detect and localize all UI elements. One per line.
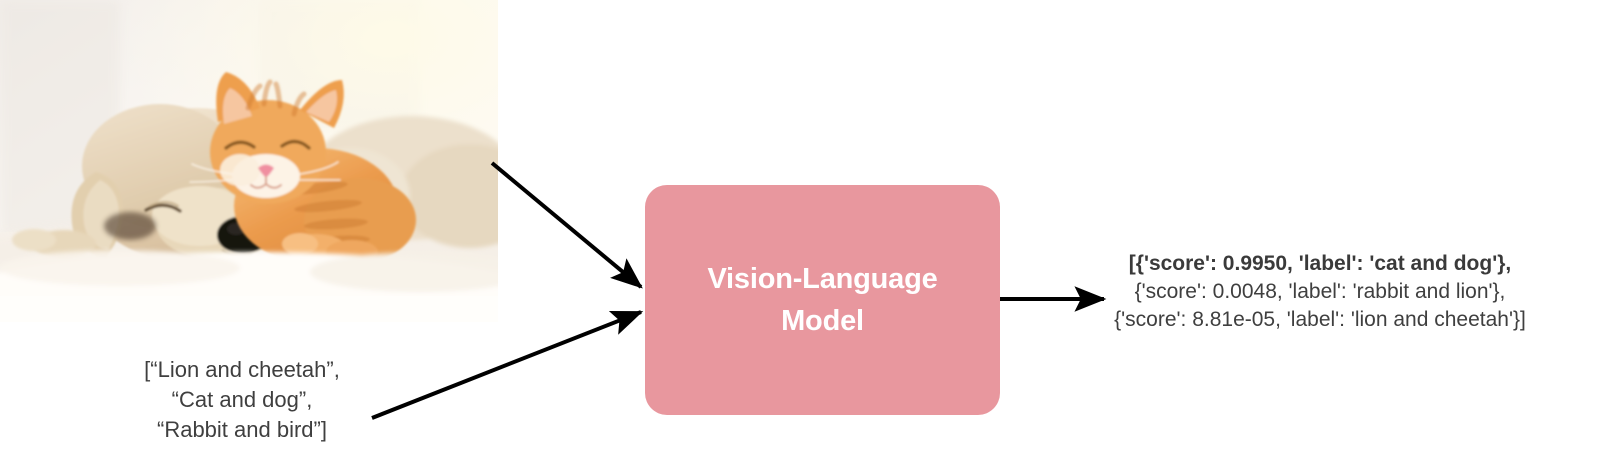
model-box-label: Vision-Language Model — [707, 258, 937, 342]
prompt-line-2: “Cat and dog”, — [171, 387, 313, 412]
output-text: [{'score': 0.9950, 'label': 'cat and dog… — [1050, 250, 1590, 334]
input-image — [0, 0, 498, 322]
output-line-1: [{'score': 0.9950, 'label': 'cat and dog… — [1128, 252, 1512, 275]
prompt-text: [“Lion and cheetah”, “Cat and dog”, “Rab… — [72, 355, 412, 445]
model-title-line-2: Model — [781, 305, 864, 337]
output-line-2: {'score': 0.0048, 'label': 'rabbit and l… — [1134, 280, 1506, 303]
model-box: Vision-Language Model — [645, 185, 1000, 415]
puppy-and-kitten-photo — [0, 0, 498, 322]
model-title-line-1: Vision-Language — [707, 263, 938, 295]
prompt-line-3: “Rabbit and bird”] — [157, 417, 327, 442]
output-line-3: {'score': 8.81e-05, 'label': 'lion and c… — [1114, 308, 1526, 331]
prompt-to-model-arrow — [371, 310, 644, 420]
prompt-line-1: [“Lion and cheetah”, — [144, 357, 340, 382]
image-to-model-arrow — [490, 161, 643, 289]
